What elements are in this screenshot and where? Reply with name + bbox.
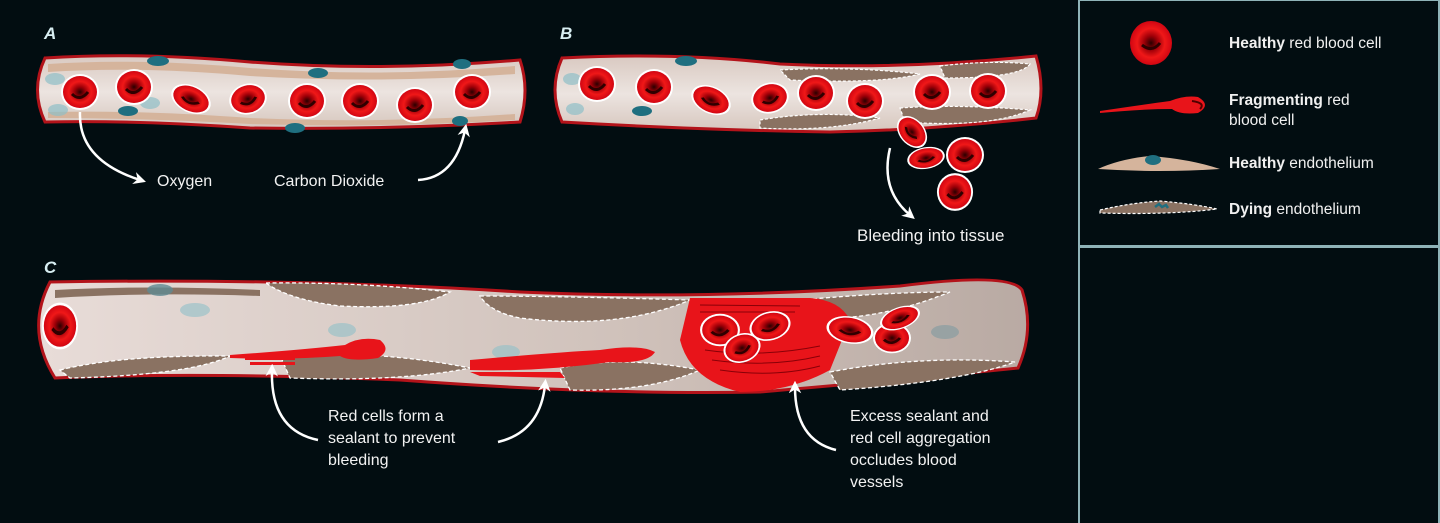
oxygen-arrow	[78, 111, 146, 185]
legend-icons	[1098, 21, 1220, 215]
panel-a-vessel	[36, 54, 527, 133]
healthy-rbc	[451, 72, 493, 112]
legend-item-dying-endothelium: Dying endothelium	[1229, 201, 1361, 218]
legend-item-healthy-endothelium: Healthy endothelium	[1229, 155, 1374, 172]
carbon-dioxide-arrow	[417, 123, 470, 182]
healthy-rbc	[394, 85, 436, 125]
legend-panel: Healthy red blood cell Fragmenting red b…	[1080, 1, 1438, 245]
healthy-rbc	[286, 81, 328, 121]
occlusion-arrow	[788, 380, 837, 452]
carbon-dioxide-label: Carbon Dioxide	[274, 173, 385, 190]
fragmenting-rbc-icon	[1100, 96, 1205, 114]
panel-a-letter: A	[44, 24, 57, 43]
bleeding-label: Bleeding into tissue	[857, 226, 1005, 245]
panel-c-sealant-and-cells	[40, 298, 925, 392]
healthy-rbc-icon	[1130, 21, 1172, 65]
dying-endothelium-icon	[1099, 200, 1218, 215]
bleeding-arrow	[886, 147, 915, 220]
healthy-rbc	[59, 72, 101, 112]
healthy-rbc	[339, 81, 381, 121]
oxygen-label: Oxygen	[157, 173, 213, 190]
sealant-arrow-2	[497, 378, 551, 444]
sealant-arrow-1	[265, 363, 319, 442]
panel-c-letter: C	[44, 258, 57, 277]
empty-panel	[1080, 248, 1438, 523]
legend-item-healthy-rbc: Healthy red blood cell	[1229, 35, 1382, 52]
legend-item-fragmenting-rbc: Fragmenting red blood cell	[1229, 92, 1350, 129]
healthy-rbc	[113, 67, 155, 107]
sealant-label: Red cells form a sealant to prevent blee…	[328, 408, 456, 469]
panel-b-letter: B	[560, 24, 573, 43]
healthy-endothelium-icon	[1098, 155, 1220, 171]
illustration-panel: A B C Oxygen Carbon Dioxide Bleeding int…	[0, 0, 1078, 523]
vessel-illustrations	[36, 54, 1043, 452]
occlusion-label: Excess sealant and red cell aggregation …	[850, 408, 991, 491]
